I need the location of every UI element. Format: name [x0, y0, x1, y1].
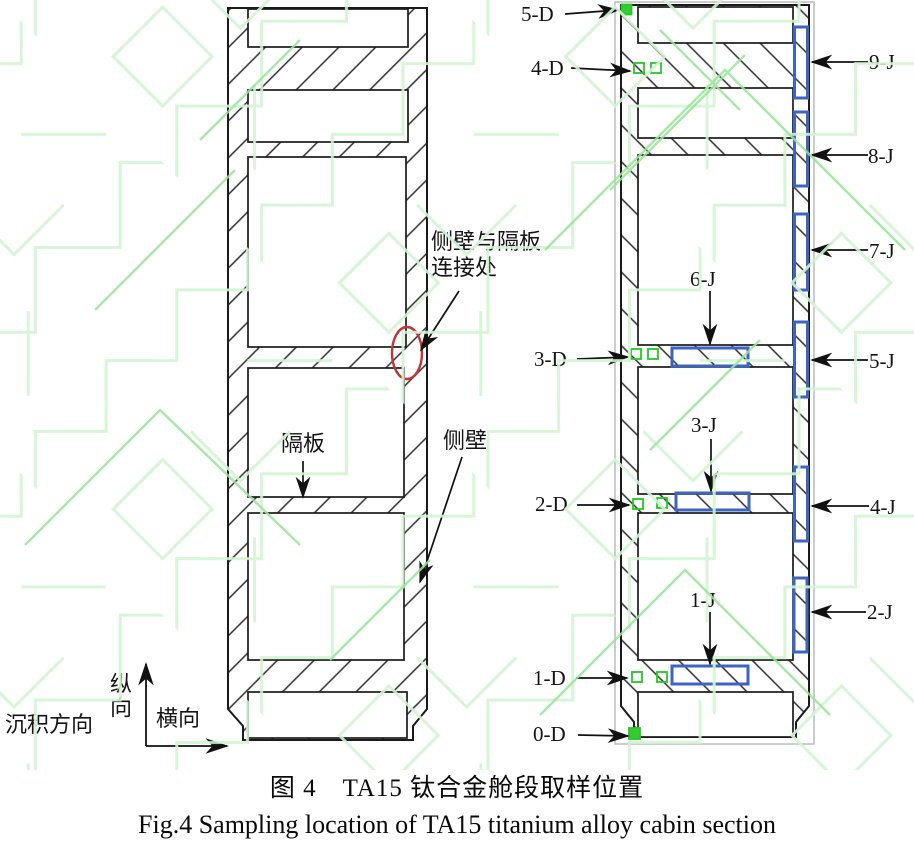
arrow-5D	[564, 4, 620, 19]
left-cavity-top	[247, 8, 409, 48]
right-cavity-top	[637, 6, 794, 44]
sample-label-7J: 7-J	[869, 239, 895, 263]
axis-transverse-label: 横向	[156, 706, 201, 731]
left-cabin-section	[138, 7, 463, 754]
sample-label-1J: 1-J	[690, 588, 716, 612]
sample-label-6J: 6-J	[690, 267, 716, 291]
left-cavity-bottom	[247, 691, 408, 739]
sample-label-1D: 1-D	[533, 666, 566, 690]
left-cavity-4	[247, 367, 405, 498]
sample-label-2D: 2-D	[535, 492, 568, 516]
marker-0D	[628, 727, 641, 740]
cross-section-linework	[138, 1, 869, 754]
figure-caption: 图 4 TA15 钛合金舱段取样位置 Fig.4 Sampling locati…	[0, 768, 914, 840]
axis-longitudinal-label: 纵向	[106, 672, 132, 720]
sample-label-5J: 5-J	[869, 349, 895, 373]
right-cavity-2	[637, 87, 794, 139]
right-cavity-5	[637, 512, 794, 661]
axis-deposition-label: 沉积方向	[5, 712, 94, 737]
sample-label-5D: 5-D	[521, 2, 554, 26]
caption-english: Fig.4 Sampling location of TA15 titanium…	[138, 810, 776, 839]
left-cavity-3	[247, 156, 407, 348]
sample-label-2J: 2-J	[867, 600, 893, 624]
figure-canvas: 5-D 4-D 3-D 2-D 1-D 0-D 9-J 8-J 7-J 5-J …	[0, 0, 914, 770]
junction-label: 侧壁与隔板 连接处	[431, 229, 542, 280]
left-cavity-5	[247, 512, 405, 661]
j-wall-arrows	[810, 54, 869, 620]
sample-label-8J: 8-J	[868, 144, 894, 168]
caption-chinese: 图 4 TA15 钛合金舱段取样位置	[269, 775, 645, 802]
sample-label-9J: 9-J	[869, 50, 895, 74]
arrow-0D	[577, 728, 630, 743]
sample-label-4D: 4-D	[531, 56, 564, 80]
sample-label-0D: 0-D	[533, 722, 566, 746]
right-cavity-bottom	[637, 691, 794, 738]
marker-5D	[620, 3, 633, 16]
right-cavity-3	[637, 154, 794, 346]
bulkhead-label: 隔板	[281, 431, 326, 456]
sample-label-3D: 3-D	[534, 347, 567, 371]
sample-label-3J: 3-J	[691, 413, 717, 437]
sidewall-label: 侧壁	[443, 428, 488, 453]
right-cabin-section	[564, 1, 869, 745]
left-cavity-2	[247, 89, 409, 143]
sample-label-4J: 4-J	[870, 495, 896, 519]
